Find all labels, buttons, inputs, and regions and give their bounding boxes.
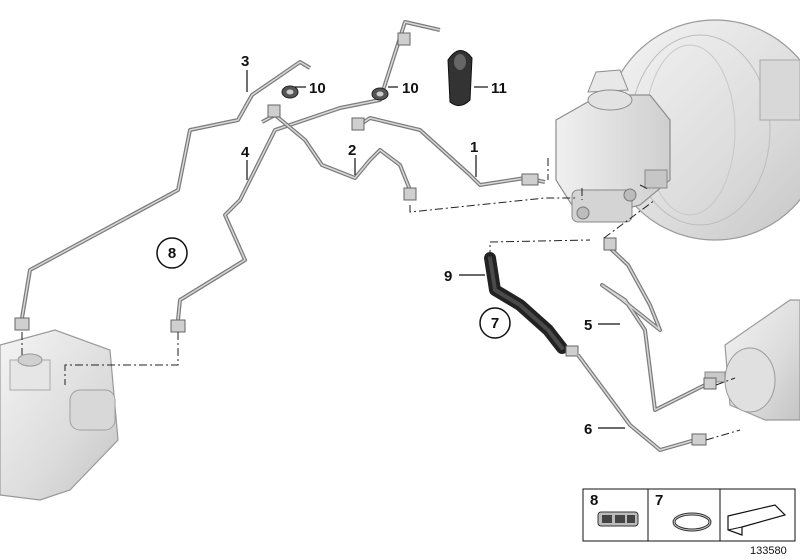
arrow-icon	[727, 504, 787, 536]
callout-9: 9	[444, 268, 452, 285]
callout-5: 5	[584, 317, 592, 334]
master-cylinder	[555, 69, 671, 223]
callout-3: 3	[241, 53, 249, 70]
legend-cell-arrow	[727, 504, 787, 536]
vacuum-line-5	[600, 237, 717, 412]
hydraulic-unit	[0, 329, 119, 501]
grommet-10-left	[281, 85, 299, 99]
vacuum-line-6	[576, 353, 707, 452]
svg-text:8: 8	[168, 245, 176, 262]
callout-10-left: 10	[309, 80, 326, 97]
legend-cell-clip: 8	[590, 492, 639, 527]
svg-text:7: 7	[655, 492, 663, 509]
leader-lines	[246, 70, 625, 429]
callout-4: 4	[241, 144, 250, 161]
callout-7-circled: 7	[479, 307, 511, 339]
clip-icon	[597, 511, 639, 527]
callout-1: 1	[470, 139, 478, 156]
grommet-10-right	[371, 87, 389, 101]
brake-line-2	[261, 104, 417, 201]
hose-clamp-icon	[672, 512, 712, 532]
vacuum-hose-9	[484, 252, 579, 357]
callout-6: 6	[584, 421, 592, 438]
svg-text:7: 7	[491, 315, 499, 332]
brake-line-1	[351, 116, 546, 187]
legend-cell-hose-clamp: 7	[655, 492, 712, 532]
parts-legend: 8 7	[582, 488, 796, 542]
cap-11	[447, 50, 473, 106]
callout-8-circled: 8	[156, 237, 188, 269]
callout-2: 2	[348, 142, 356, 159]
brake-line-3	[14, 60, 312, 331]
callout-11: 11	[491, 80, 507, 97]
brake-line-4	[170, 20, 441, 333]
callout-10-right: 10	[402, 80, 419, 97]
vacuum-pump	[704, 299, 800, 421]
diagram-reference-number: 133580	[750, 545, 787, 557]
svg-text:8: 8	[590, 492, 598, 509]
assembly-guide-lines	[21, 158, 741, 441]
